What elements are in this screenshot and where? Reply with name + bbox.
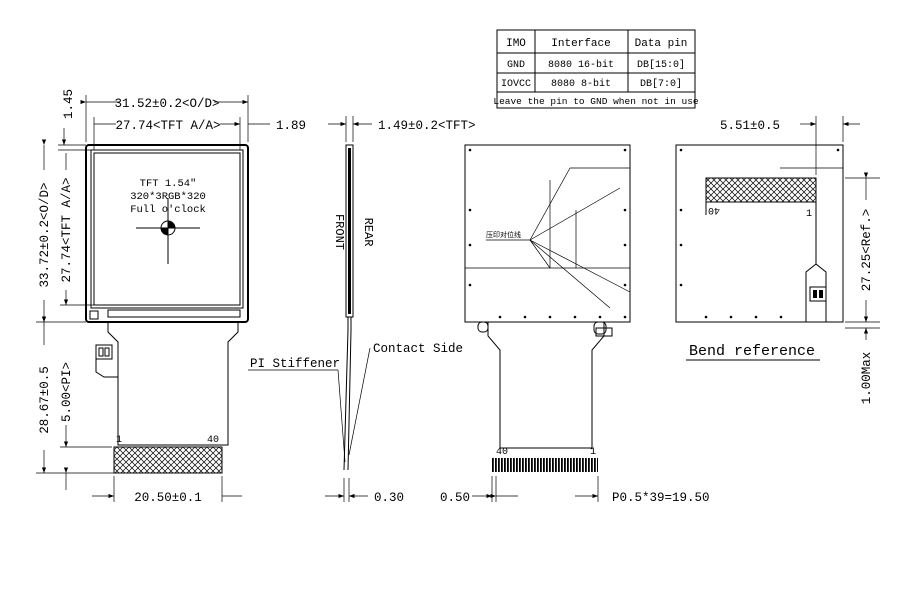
back-pin-last: 1 <box>590 447 596 458</box>
label-bend-reference: Bend reference <box>689 343 815 360</box>
table-note: Leave the pin to GND when not in use <box>493 96 699 107</box>
front-pin-last: 40 <box>207 435 219 446</box>
front-pin-first: 1 <box>116 435 122 446</box>
table-header-imo: IMO <box>506 38 526 50</box>
dim-fpc-length: 28.67±0.5 <box>38 366 52 434</box>
screen-text-resolution: 320*3RGB*320 <box>130 191 206 203</box>
table-header-data-pin: Data pin <box>635 38 688 50</box>
dim-aa-width: 27.74<TFT A/A> <box>115 119 220 133</box>
dim-od-width: 31.52±0.2<O/D> <box>114 97 219 111</box>
interface-table: IMO Interface Data pin GND 8080 16-bit D… <box>493 29 699 109</box>
label-pi-stiffener: PI Stiffener <box>250 357 340 371</box>
dim-aa-height: 27.74<TFT A/A> <box>60 177 74 282</box>
center-crosshair-icon <box>136 198 200 264</box>
dim-stiffener-thickness: 0.30 <box>374 491 404 505</box>
table-cell: 8080 8-bit <box>551 78 611 90</box>
table-cell: 8080 16-bit <box>548 59 614 71</box>
dim-tft-thickness: 1.49±0.2<TFT> <box>378 119 476 133</box>
bend-view: 40 1 5.51±0.5 27.25<Ref.> 1.00Max Bend r… <box>675 116 880 405</box>
table-cell: IOVCC <box>501 79 531 90</box>
front-view: TFT 1.54" 320*3RGB*320 Full o'clock 1 40 <box>85 144 249 474</box>
dim-pi-length: 5.00<PI> <box>60 362 74 422</box>
table-cell: DB[7:0] <box>640 78 682 90</box>
table-header-interface: Interface <box>551 38 610 50</box>
dim-fpc-width: 20.50±0.1 <box>134 491 202 505</box>
label-front: FRONT <box>332 214 346 250</box>
dim-bend-width: 5.51±0.5 <box>720 119 780 133</box>
dim-bend-max: 1.00Max <box>860 352 874 405</box>
dim-pitch: P0.5*39=19.50 <box>612 491 710 505</box>
front-dimensions: 31.52±0.2<O/D> 27.74<TFT A/A> 1.89 1.45 … <box>36 89 306 505</box>
table-cell: DB[15:0] <box>637 59 685 71</box>
bend-pin-left: 40 <box>708 204 720 215</box>
dim-right-gap: 1.89 <box>276 119 306 133</box>
dim-pitch-offset: 0.50 <box>440 491 470 505</box>
table-cell: GND <box>507 60 525 71</box>
screen-text-size: TFT 1.54" <box>140 178 197 190</box>
label-align-mark: 压印对位线 <box>486 230 521 239</box>
label-contact-side: Contact Side <box>373 342 463 356</box>
bend-pin-right: 1 <box>806 209 812 220</box>
dim-od-height: 33.72±0.2<O/D> <box>38 182 52 287</box>
back-pin-first: 40 <box>496 447 508 458</box>
label-rear: REAR <box>361 218 375 247</box>
back-view: 压印对位线 40 1 0.50 P0.5*39=19.50 <box>440 144 710 505</box>
side-view: FRONT REAR 1.49±0.2<TFT> PI Stiffener Co… <box>248 116 476 505</box>
dim-bend-ref: 27.25<Ref.> <box>860 209 874 292</box>
dim-top-gap: 1.45 <box>62 89 76 119</box>
